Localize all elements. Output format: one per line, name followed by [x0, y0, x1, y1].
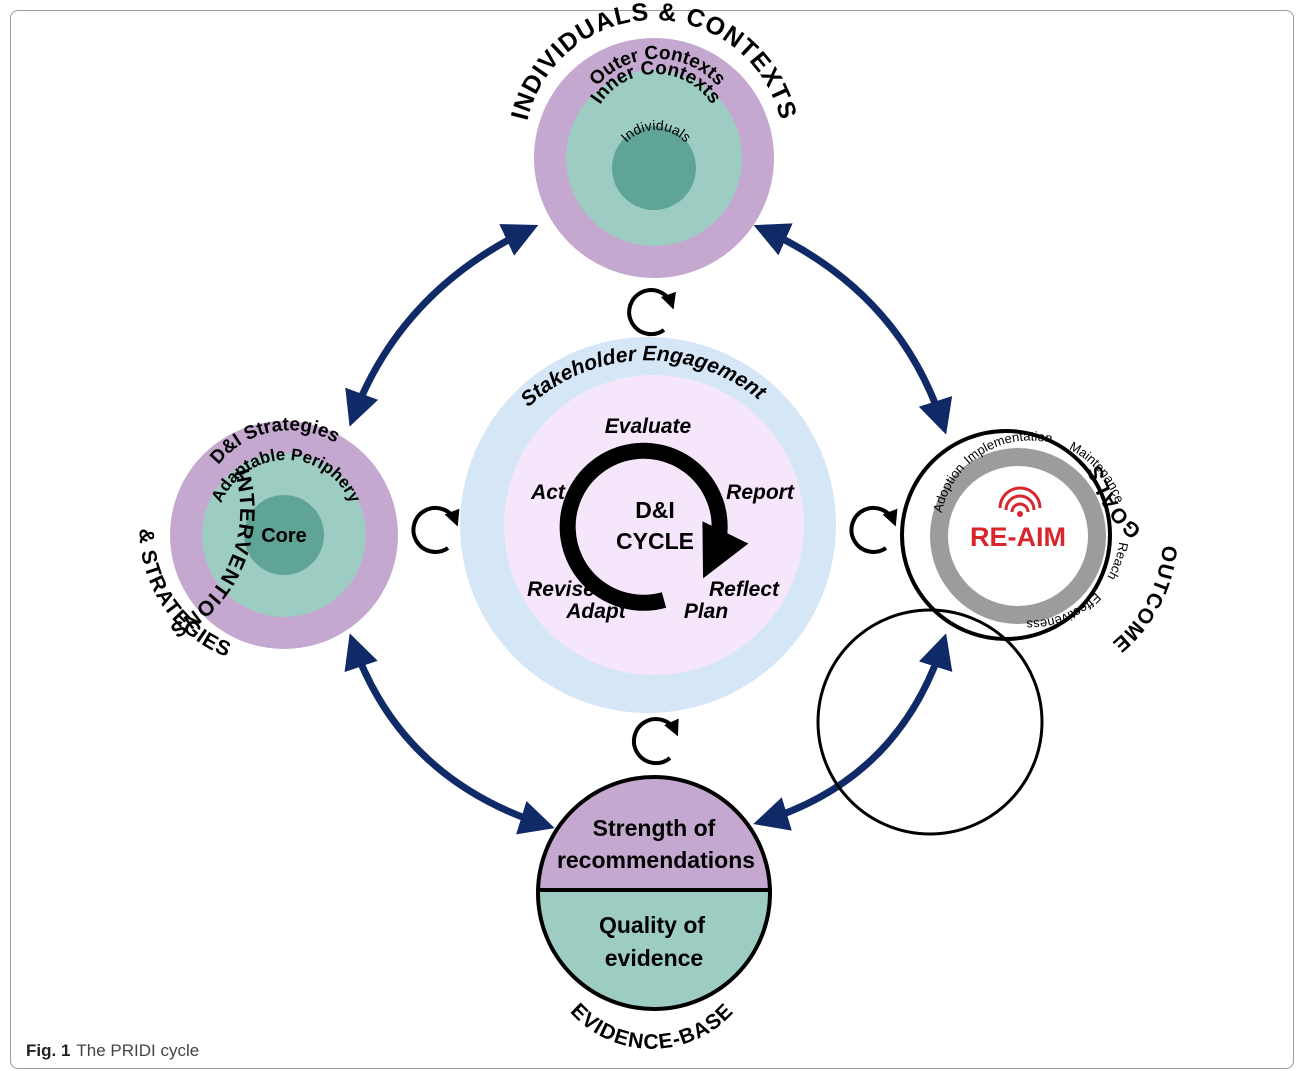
- node-evidence-base: Strength of recommendations Quality of e…: [536, 775, 772, 1054]
- strength-line2: recommendations: [557, 847, 755, 873]
- center-dni-cycle: Stakeholder Engagement D&I CYCLE Evaluat…: [460, 337, 836, 713]
- loop-icon-right: [849, 505, 898, 554]
- step-evaluate: Evaluate: [605, 415, 692, 438]
- empty-overlay-circle: [816, 608, 1044, 836]
- step-adapt: Adapt: [565, 600, 627, 623]
- arrow-right-bottom: [753, 633, 953, 831]
- loop-icon-top: [627, 288, 676, 337]
- caption-label: Fig. 1: [26, 1041, 71, 1060]
- figure-frame: [10, 10, 1294, 1069]
- cycle-arrow-icon: [559, 442, 749, 611]
- arrow-left-top: [345, 224, 539, 427]
- arrow-top-right: [753, 223, 953, 435]
- arrow-left-bottom: [344, 633, 555, 835]
- cycle-title-line2: CYCLE: [616, 528, 694, 554]
- connector-arrows: [344, 223, 953, 835]
- step-report: Report: [726, 481, 795, 504]
- loop-icon-left: [411, 505, 460, 554]
- step-revise: Revise: [527, 578, 595, 601]
- figure-caption: Fig. 1 The PRIDI cycle: [26, 1041, 199, 1061]
- loop-icons: [411, 288, 898, 766]
- reaim-logo: RE-AIM: [970, 486, 1066, 552]
- reaim-logo-text: RE-AIM: [970, 522, 1066, 552]
- quality-line2: evidence: [605, 945, 703, 971]
- step-act: Act: [530, 481, 566, 504]
- quality-line1: Quality of: [599, 912, 705, 938]
- loop-icon-bottom: [631, 717, 679, 766]
- cycle-title-line1: D&I: [635, 497, 675, 523]
- step-plan: Plan: [684, 600, 728, 623]
- core-label: Core: [261, 525, 307, 547]
- node-interventions-strategies: Core D&I Strategies Adaptable Periphery …: [134, 414, 398, 662]
- step-reflect: Reflect: [709, 578, 780, 601]
- caption-text: The PRIDI cycle: [76, 1041, 200, 1060]
- node-individuals-contexts: INDIVIDUALS & CONTEXTS Outer Contexts In…: [506, 0, 801, 278]
- strength-line1: Strength of: [593, 815, 716, 841]
